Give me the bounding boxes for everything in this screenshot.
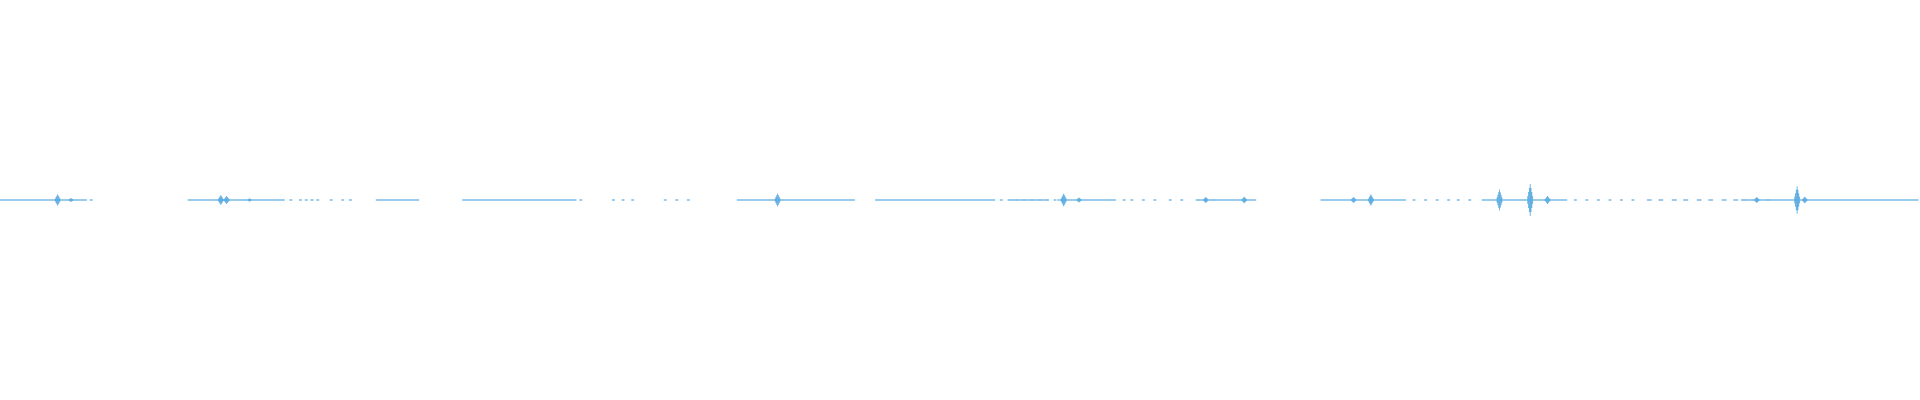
waveform-spike: [1527, 184, 1534, 216]
waveform-spike: [1753, 197, 1760, 203]
waveform-spike: [1060, 193, 1067, 207]
waveform-spike: [1801, 196, 1808, 204]
waveform-spike: [1544, 196, 1551, 204]
waveform-spike: [223, 196, 230, 204]
waveform-spike: [1368, 194, 1374, 206]
waveform-spike: [1241, 196, 1248, 204]
waveform-spike: [54, 194, 61, 206]
waveform-spike: [68, 198, 74, 202]
waveform-spike: [1076, 197, 1082, 203]
waveform-spike: [1350, 197, 1357, 203]
waveform-spike: [1496, 189, 1503, 211]
waveform-spike: [217, 195, 224, 205]
waveform-spike: [774, 193, 781, 207]
waveform-spike: [1202, 197, 1209, 203]
waveform-spike: [246, 198, 253, 202]
waveform-spikes: [54, 184, 1808, 216]
waveform-spike: [1794, 186, 1800, 214]
